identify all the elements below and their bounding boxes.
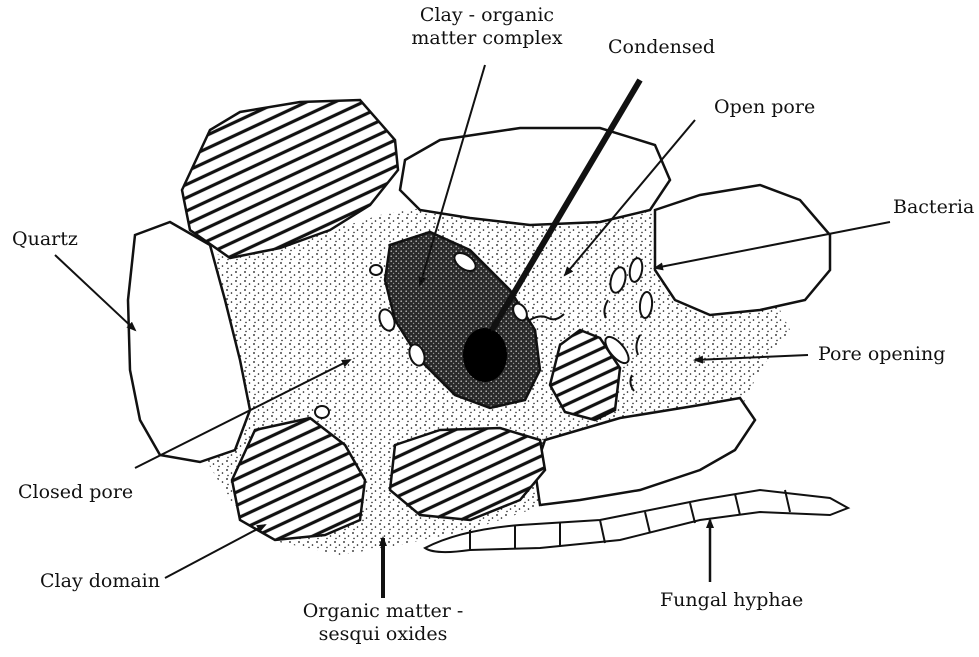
label-organic-sesqui-oxides: Organic matter - sesqui oxides bbox=[290, 600, 476, 646]
label-closed-pore: Closed pore bbox=[18, 481, 133, 504]
label-bacteria: Bacteria bbox=[893, 196, 974, 219]
label-fungal-hyphae: Fungal hyphae bbox=[660, 589, 803, 612]
quartz-grain-top bbox=[400, 128, 670, 225]
arrow-clay-domain bbox=[165, 525, 265, 578]
label-open-pore: Open pore bbox=[714, 96, 815, 119]
label-organic-sesqui-line2: sesqui oxides bbox=[290, 623, 476, 646]
condensed-core bbox=[463, 328, 507, 382]
label-clay-organic-line2: matter complex bbox=[398, 27, 576, 50]
label-quartz: Quartz bbox=[12, 228, 78, 251]
label-pore-opening: Pore opening bbox=[818, 343, 945, 366]
label-clay-organic-complex: Clay - organic matter complex bbox=[398, 4, 576, 50]
label-condensed: Condensed bbox=[608, 36, 715, 59]
arrow-quartz bbox=[55, 255, 135, 330]
label-organic-sesqui-line1: Organic matter - bbox=[290, 600, 476, 623]
label-clay-domain: Clay domain bbox=[40, 570, 160, 593]
label-clay-organic-line1: Clay - organic bbox=[398, 4, 576, 27]
